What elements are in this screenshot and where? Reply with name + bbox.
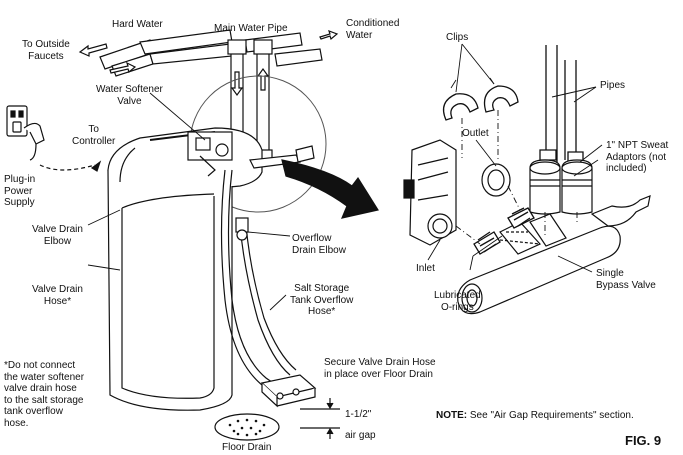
label-air-gap: air gap (345, 430, 376, 441)
footnote: *Do not connect the water softener valve… (4, 360, 85, 429)
label-hard-water: Hard Water (112, 19, 163, 30)
label-to-controller: To Controller (72, 124, 116, 147)
figure-number: FIG. 9 (625, 433, 662, 448)
air-gap-dimension (300, 398, 340, 439)
label-main-water-pipe: Main Water Pipe (214, 23, 288, 34)
label-inlet: Inlet (416, 263, 435, 274)
label-valve-drain-hose: Valve Drain Hose* (32, 284, 83, 307)
floor-drain (214, 413, 280, 441)
label-secure-valve-drain: Secure Valve Drain Hose in place over Fl… (324, 357, 436, 380)
label-npt-adaptors: 1" NPT Sweat Adaptors (not included) (606, 140, 669, 174)
label-plugin-power-supply: Plug-in Power Supply (4, 174, 36, 208)
power-outlet (6, 105, 45, 161)
flow-arrows (78, 29, 339, 97)
pipes-right (539, 45, 584, 163)
label-valve-drain-elbow: Valve Drain Elbow (32, 224, 83, 247)
drain-clamp (260, 374, 317, 408)
label-conditioned-water: Conditioned Water (346, 18, 400, 41)
label-outlet: Outlet (462, 128, 489, 139)
softener-cabinet (107, 127, 315, 411)
leader-lines (87, 43, 603, 311)
hoses (220, 169, 299, 395)
bypass-valve (457, 195, 651, 315)
npt-adaptors (529, 159, 593, 215)
label-salt-storage-hose: Salt Storage Tank Overflow Hose* (290, 283, 354, 317)
label-water-softener-valve: Water Softener Valve (96, 84, 163, 107)
note-text: See "Air Gap Requirements" section. (467, 410, 634, 421)
o-rings (473, 207, 535, 255)
zoom-arrow (281, 159, 379, 219)
label-floor-drain: Floor Drain (222, 442, 272, 453)
label-to-outside-faucets: To Outside Faucets (22, 39, 70, 62)
note-label: NOTE: (436, 410, 468, 421)
label-pipes: Pipes (600, 80, 626, 91)
label-overflow-drain-elbow: Overflow Drain Elbow (292, 233, 346, 256)
label-air-gap-value: 1-1/2" (345, 409, 372, 420)
note: NOTE: See "Air Gap Requirements" section… (436, 410, 634, 422)
label-lubricated-o-rings: Lubricated O-rings (434, 290, 481, 313)
alignment-lines (455, 110, 578, 245)
label-clips: Clips (446, 32, 469, 43)
valve-assembly (403, 139, 511, 246)
label-single-bypass-valve: Single Bypass Valve (596, 268, 656, 291)
controller-dashed (39, 164, 96, 171)
clips (442, 85, 519, 121)
